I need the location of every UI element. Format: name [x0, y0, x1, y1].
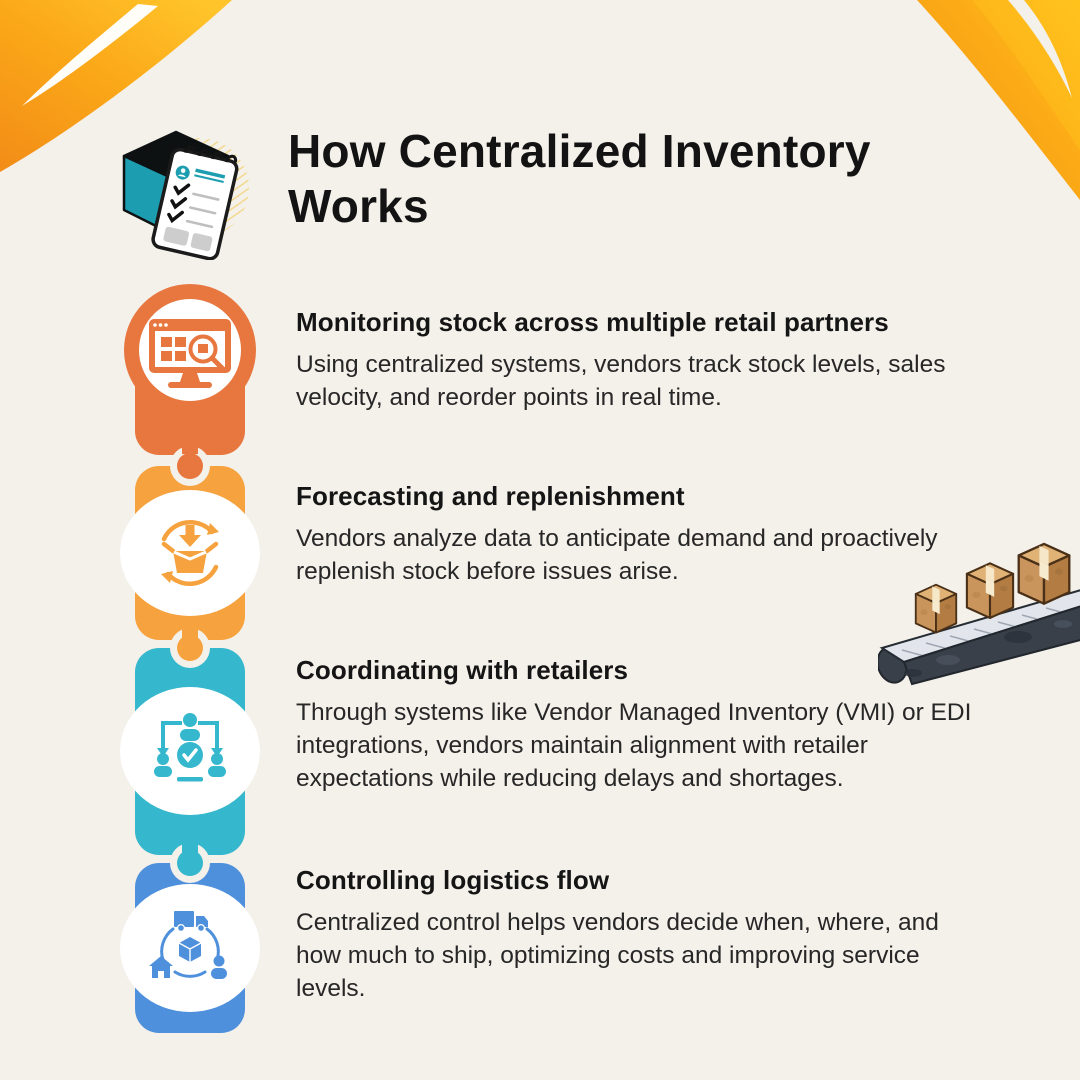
monitor-stock-search-icon: [149, 319, 231, 388]
step-4-body: Centralized control helps vendors decide…: [296, 909, 939, 1003]
step-3-body: Through systems like Vendor Managed Inve…: [296, 699, 972, 793]
step-3-heading: Coordinating with retailers: [296, 655, 629, 685]
step-4-text: Controlling logistics flow Centralized c…: [296, 865, 972, 1005]
swoosh-top-right-decoration: [917, 0, 1080, 200]
conveyor-belt-with-boxes-illustration: [878, 542, 1080, 686]
step-1-piece: [124, 284, 256, 455]
cube-shape: [178, 937, 202, 962]
house-shape: [149, 956, 173, 978]
logistics-network-icon: [149, 911, 227, 979]
step-2-body: Vendors analyze data to anticipate deman…: [296, 525, 938, 586]
box-replenishment-cycle-icon: [161, 520, 219, 586]
steps-rail: [120, 284, 260, 1033]
step-3-piece: [120, 628, 260, 855]
step-1-heading: Monitoring stock across multiple retail …: [296, 307, 889, 337]
step-1-text: Monitoring stock across multiple retail …: [296, 307, 972, 414]
swoosh-top-left-decoration: [0, 0, 232, 172]
step-2-piece: [120, 446, 260, 640]
checklist-clipboard-shape: [151, 145, 239, 260]
truck-shape: [174, 911, 208, 933]
step-4-heading: Controlling logistics flow: [296, 865, 610, 895]
people-coordination-icon: [154, 713, 226, 782]
puzzle-tab-2: [177, 626, 203, 661]
person-shape: [211, 955, 227, 979]
step-2-heading: Forecasting and replenishment: [296, 481, 685, 511]
step-2-text: Forecasting and replenishment Vendors an…: [296, 481, 972, 588]
step-3-text: Coordinating with retailers Through syst…: [296, 655, 972, 795]
step-1-body: Using centralized systems, vendors track…: [296, 351, 946, 412]
puzzle-tab-1: [177, 440, 203, 479]
inventory-box-checklist-icon: [122, 130, 249, 260]
step-4-piece: [120, 843, 260, 1033]
page-title: How Centralized Inventory Works: [288, 125, 871, 233]
puzzle-tab-3: [177, 841, 203, 876]
